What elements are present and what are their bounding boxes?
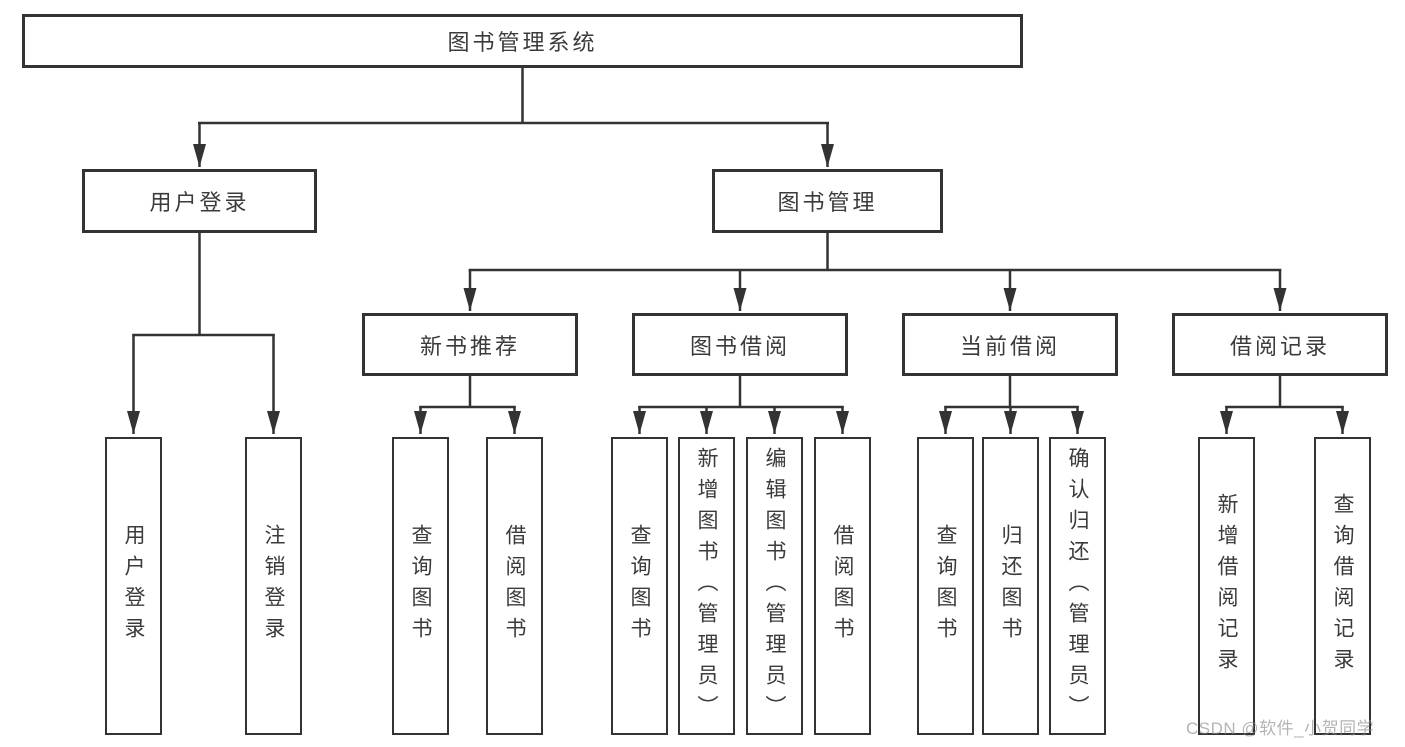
node-label: 图书管理 <box>777 190 878 215</box>
leaf-query-books-current: 查询图书 <box>917 437 974 735</box>
node-label: 图书借阅 <box>689 333 790 359</box>
node-label: 新书推荐 <box>419 333 520 359</box>
leaf-borrow-books-recommend: 借阅图书 <box>486 437 543 735</box>
node-label: 图书管理系统 <box>447 30 598 55</box>
node-label: 借阅图书 <box>831 524 855 648</box>
node-label: 归还图书 <box>999 524 1023 648</box>
node-label: 借阅图书 <box>503 524 527 648</box>
node-label: 用户登录 <box>149 190 250 215</box>
node-label: 确认归还（管理员） <box>1066 446 1090 726</box>
node-label: 注销登录 <box>262 524 286 648</box>
node-label: 新增借阅记录 <box>1215 493 1239 679</box>
node-book-management: 图书管理 <box>712 169 943 233</box>
node-library-management-system: 图书管理系统 <box>22 14 1023 68</box>
leaf-query-books-recommend: 查询图书 <box>392 437 449 735</box>
leaf-confirm-return-admin: 确认归还（管理员） <box>1049 437 1106 735</box>
node-current-borrowing: 当前借阅 <box>902 313 1118 376</box>
node-label: 用户登录 <box>122 524 146 648</box>
node-book-borrowing: 图书借阅 <box>632 313 848 376</box>
node-label: 查询图书 <box>934 524 958 648</box>
csdn-watermark: CSDN @软件_小贺同学 <box>1186 719 1375 738</box>
leaf-query-books-borrowing: 查询图书 <box>611 437 668 735</box>
leaf-logout: 注销登录 <box>245 437 302 735</box>
leaf-borrow-books: 借阅图书 <box>814 437 871 735</box>
node-label: 查询借阅记录 <box>1331 493 1355 679</box>
node-label: 编辑图书（管理员） <box>763 446 787 726</box>
node-borrowing-records: 借阅记录 <box>1172 313 1388 376</box>
leaf-edit-books-admin: 编辑图书（管理员） <box>746 437 803 735</box>
leaf-add-borrow-record: 新增借阅记录 <box>1198 437 1255 735</box>
leaf-user-login: 用户登录 <box>105 437 162 735</box>
leaf-add-books-admin: 新增图书（管理员） <box>678 437 735 735</box>
node-user-login: 用户登录 <box>82 169 317 233</box>
node-new-book-recommendation: 新书推荐 <box>362 313 578 376</box>
leaf-query-borrow-record: 查询借阅记录 <box>1314 437 1371 735</box>
node-label: 当前借阅 <box>959 333 1060 359</box>
leaf-return-books: 归还图书 <box>982 437 1039 735</box>
node-label: 查询图书 <box>628 524 652 648</box>
node-label: 新增图书（管理员） <box>695 446 719 726</box>
node-label: 查询图书 <box>409 524 433 648</box>
node-label: 借阅记录 <box>1229 333 1330 359</box>
